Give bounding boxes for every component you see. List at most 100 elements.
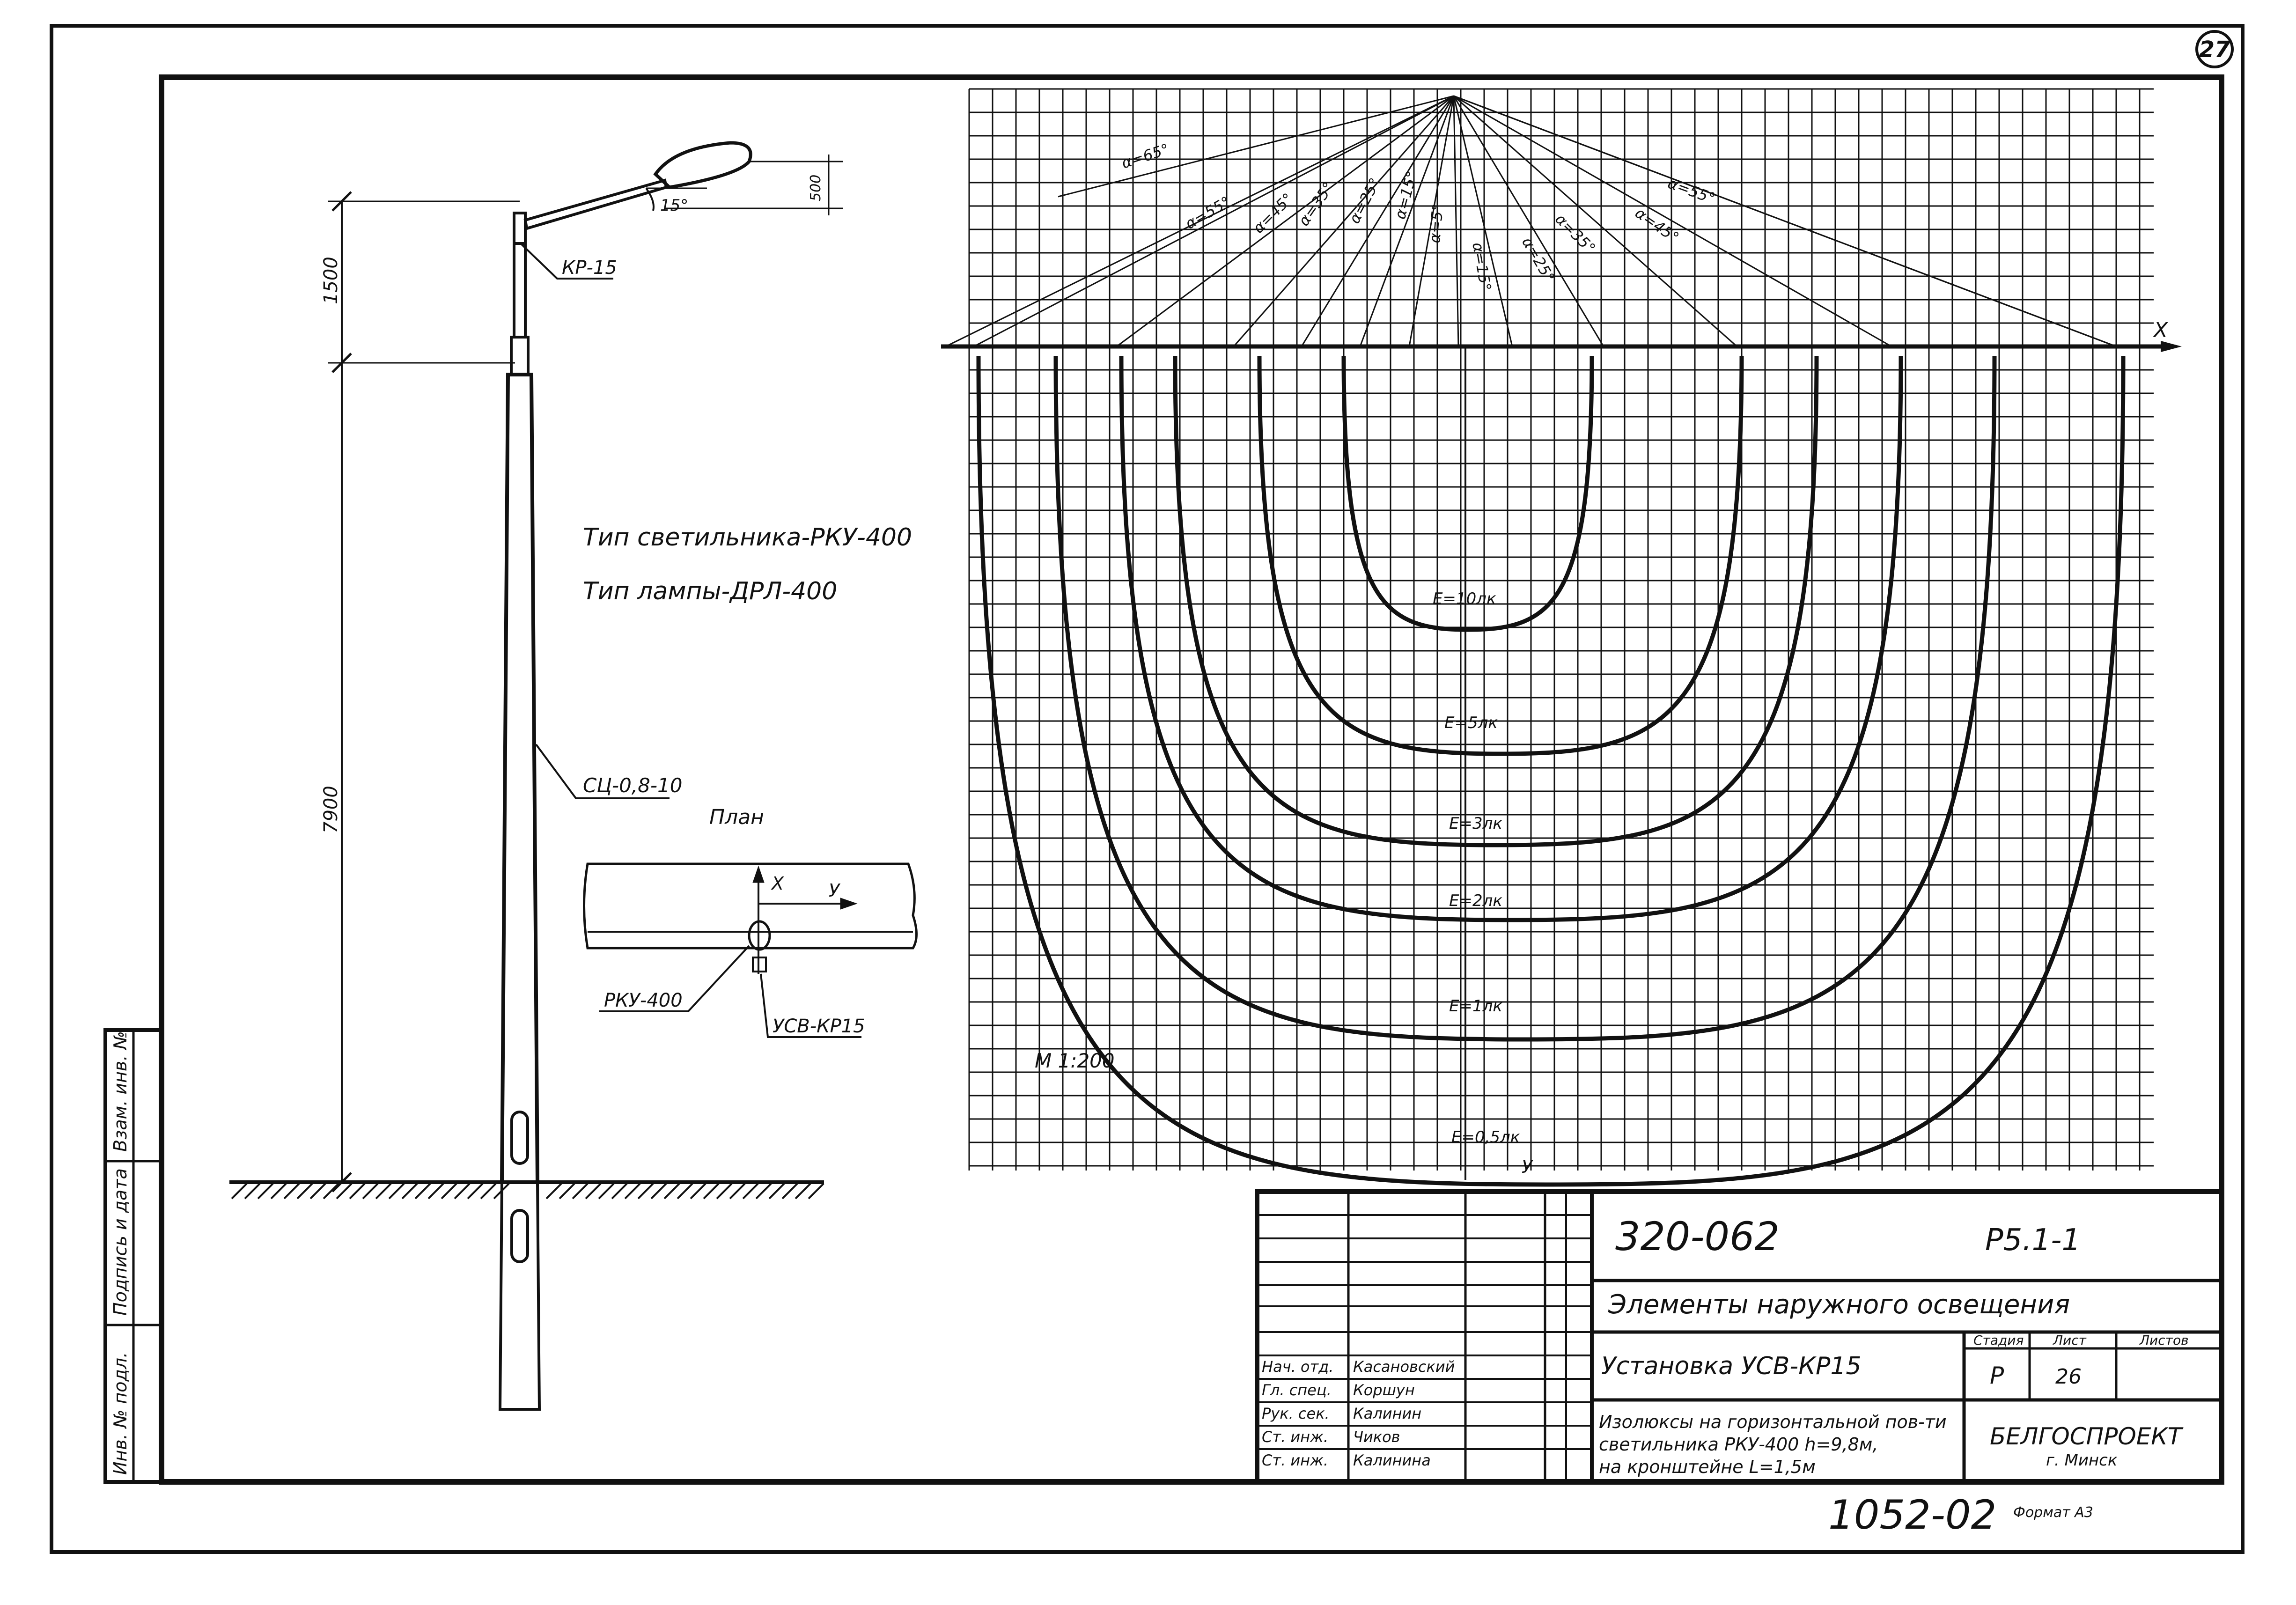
sig-role-5: Ст. инж. (1262, 1451, 1328, 1469)
ray-labels: α=65°α=55°α=45°α=35°α=25°α=15°α=5°α=15°α… (1119, 140, 1718, 292)
ground-hatch-stroke (716, 1183, 733, 1200)
lamp-label: РКУ-400 (604, 990, 683, 1011)
ground-hatch-stroke (611, 1183, 628, 1200)
ground-hatch-stroke (480, 1183, 497, 1200)
sig-name-5: Калинина (1353, 1451, 1431, 1469)
ground-hatch-stroke (257, 1183, 274, 1200)
ground-hatch-stroke (441, 1183, 457, 1200)
ground-hatch-stroke (349, 1183, 366, 1200)
light-ray (945, 95, 1454, 347)
ground-hatch-stroke (545, 1183, 562, 1200)
ground-hatch-stroke (677, 1183, 693, 1200)
side-stamp-inv: Инв. № подл. (110, 1352, 131, 1475)
ground-hatch-stroke (336, 1183, 353, 1200)
ground-hatch-stroke (467, 1183, 484, 1200)
sheet-number: 27 (2199, 37, 2230, 63)
isolux-curve (976, 355, 2126, 1187)
ground-hatch-stroke (231, 1183, 248, 1200)
isolux-diagram: X У М 1:200 E=10лк E=5лк E=3лк E=2лк E=1… (941, 88, 2182, 1187)
light-ray (1453, 95, 2117, 347)
ground-hatch-stroke (690, 1183, 706, 1200)
pole-label: СЦ-0,8-10 (583, 774, 682, 797)
ground-hatch-stroke (270, 1183, 287, 1200)
light-ray (1116, 95, 1454, 347)
plan-title: План (709, 805, 764, 829)
stage-header: Стадия (1973, 1333, 2024, 1348)
ground-hatch-stroke (624, 1183, 641, 1200)
light-ray (1359, 96, 1455, 347)
ground-hatch-stroke (663, 1183, 680, 1200)
side-stamp-replace: Взам. инв. № (110, 1031, 131, 1152)
plan-lamp-symbol (748, 920, 771, 951)
ray-angle-label: α=65° (1119, 140, 1171, 172)
isolux-axis-x: X (2153, 318, 2168, 342)
stage-value: Р (1990, 1362, 2004, 1389)
mount-label: УСВ-КР15 (773, 1016, 865, 1037)
light-ray (1233, 96, 1455, 347)
side-stamp: Инв. № подл. Подпись и дата Взам. инв. № (103, 1028, 163, 1484)
format-code: 1052-02 (1828, 1492, 1996, 1539)
light-ray (1058, 95, 1454, 198)
ground-hatch-stroke (414, 1183, 431, 1200)
ground-hatch-stroke (637, 1183, 654, 1200)
sheets-header: Листов (2139, 1333, 2189, 1348)
format-label: Формат А3 (2013, 1504, 2093, 1521)
isolux-curves (976, 355, 2126, 1187)
light-ray (1453, 96, 1604, 347)
ground-hatch-stroke (781, 1183, 798, 1200)
ground-hatch-stroke (362, 1183, 379, 1200)
ground-hatch-stroke (323, 1183, 339, 1200)
isolux-curve (1341, 355, 1594, 632)
ground-hatch-stroke (296, 1183, 313, 1200)
ground-hatch-stroke (703, 1183, 720, 1200)
ground-hatch-stroke (401, 1183, 418, 1200)
ray-angle-label: α=5° (1426, 203, 1447, 243)
ground-hatch-stroke (729, 1183, 746, 1200)
desc-line-1: Изолюксы на горизонтальной пов-ти (1599, 1412, 1947, 1432)
plan-view (583, 862, 918, 1038)
light-ray (1301, 96, 1455, 347)
light-ray (1453, 95, 1892, 347)
ray-angle-label: α=35° (1552, 210, 1599, 258)
sig-role-2: Гл. спец. (1262, 1381, 1332, 1399)
ground-hatch-stroke (585, 1183, 602, 1200)
ray-angle-label: α=55° (1665, 174, 1717, 207)
doc-code: 320-062 (1615, 1214, 1780, 1259)
curve-label-3: E=3лк (1449, 814, 1502, 833)
isolux-grid (968, 88, 2154, 1171)
size-label: 500 (808, 175, 824, 201)
ground-hatch-stroke (795, 1183, 811, 1200)
isolux-curve (1257, 355, 1744, 756)
sig-name-4: Чиков (1353, 1428, 1400, 1446)
ray-angle-label: α=15° (1469, 241, 1495, 293)
ray-angle-label: α=45° (1632, 204, 1682, 246)
sig-role-3: Рук. сек. (1262, 1405, 1330, 1422)
curve-label-05: E=0,5лк (1451, 1128, 1520, 1147)
light-ray (1408, 96, 1455, 347)
sig-name-2: Коршун (1353, 1381, 1415, 1399)
light-ray (973, 95, 1454, 347)
light-ray (1453, 96, 1513, 347)
isolux-axis-y: У (1522, 1156, 1534, 1177)
ground-hatch-stroke (309, 1183, 326, 1200)
ground-hatch-stroke (598, 1183, 615, 1200)
ground-hatch-stroke (572, 1183, 589, 1200)
sheet-number-badge: 27 (2195, 30, 2234, 68)
isolux-rays (945, 95, 2117, 347)
doc-subject: Элементы наружного освещения (1608, 1289, 2070, 1320)
ground-hatch-stroke (559, 1183, 575, 1200)
ray-angle-label: α=55° (1182, 193, 1234, 233)
sig-name-3: Калинин (1353, 1405, 1421, 1422)
ground-hatch-stroke (768, 1183, 785, 1200)
curve-label-1: E=1лк (1449, 997, 1502, 1016)
ground-hatch-stroke (375, 1183, 392, 1200)
plan-axis-x: X (771, 873, 784, 894)
note-fixture-type: Тип светильника-РКУ-400 (583, 523, 912, 552)
ground-hatch-stroke (283, 1183, 300, 1200)
curve-label-5: E=5лк (1444, 714, 1498, 732)
sig-role-1: Нач. отд. (1262, 1358, 1333, 1376)
outer-frame (50, 24, 2244, 1554)
curve-label-2: E=2лк (1449, 891, 1502, 910)
doc-sheet-ref: Р5.1-1 (1985, 1223, 2081, 1258)
sig-name-1: Касановский (1353, 1358, 1455, 1376)
